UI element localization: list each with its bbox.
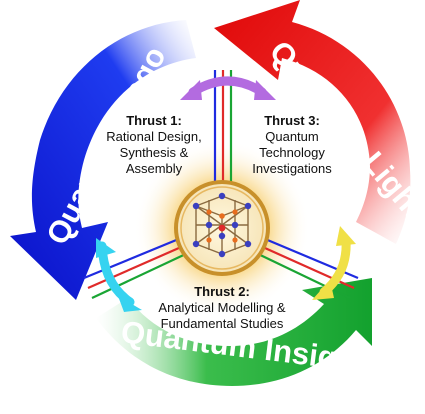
thrust-3-line-2: Technology <box>259 145 325 160</box>
thrust-2-title: Thrust 2: <box>194 284 250 299</box>
top-double-arrow <box>180 76 276 100</box>
thrust-2-label: Thrust 2: Analytical Modelling & Fundame… <box>158 284 286 331</box>
left-double-arrow <box>96 238 142 312</box>
thrust-2-line-1: Analytical Modelling & <box>158 300 286 315</box>
thrust-1-line-1: Rational Design, <box>106 129 201 144</box>
thrust-3-line-1: Quantum <box>265 129 318 144</box>
thrust-1-line-3: Assembly <box>126 161 183 176</box>
blue-arrow-shape <box>10 20 196 300</box>
red-arrow-shape <box>214 0 411 244</box>
thrust-3-label: Thrust 3: Quantum Technology Investigati… <box>252 113 332 176</box>
thrust-1-line-2: Synthesis & <box>120 145 189 160</box>
thrust-1-title: Thrust 1: <box>126 113 182 128</box>
right-double-arrow <box>312 226 356 300</box>
thrust-1-label: Thrust 1: Rational Design, Synthesis & A… <box>106 113 201 176</box>
green-arrow-shape <box>96 278 372 386</box>
thrust-2-line-2: Fundamental Studies <box>161 316 284 331</box>
thrust-3-line-3: Investigations <box>252 161 332 176</box>
crystal-lattice-icon <box>174 180 270 276</box>
thrust-3-title: Thrust 3: <box>264 113 320 128</box>
